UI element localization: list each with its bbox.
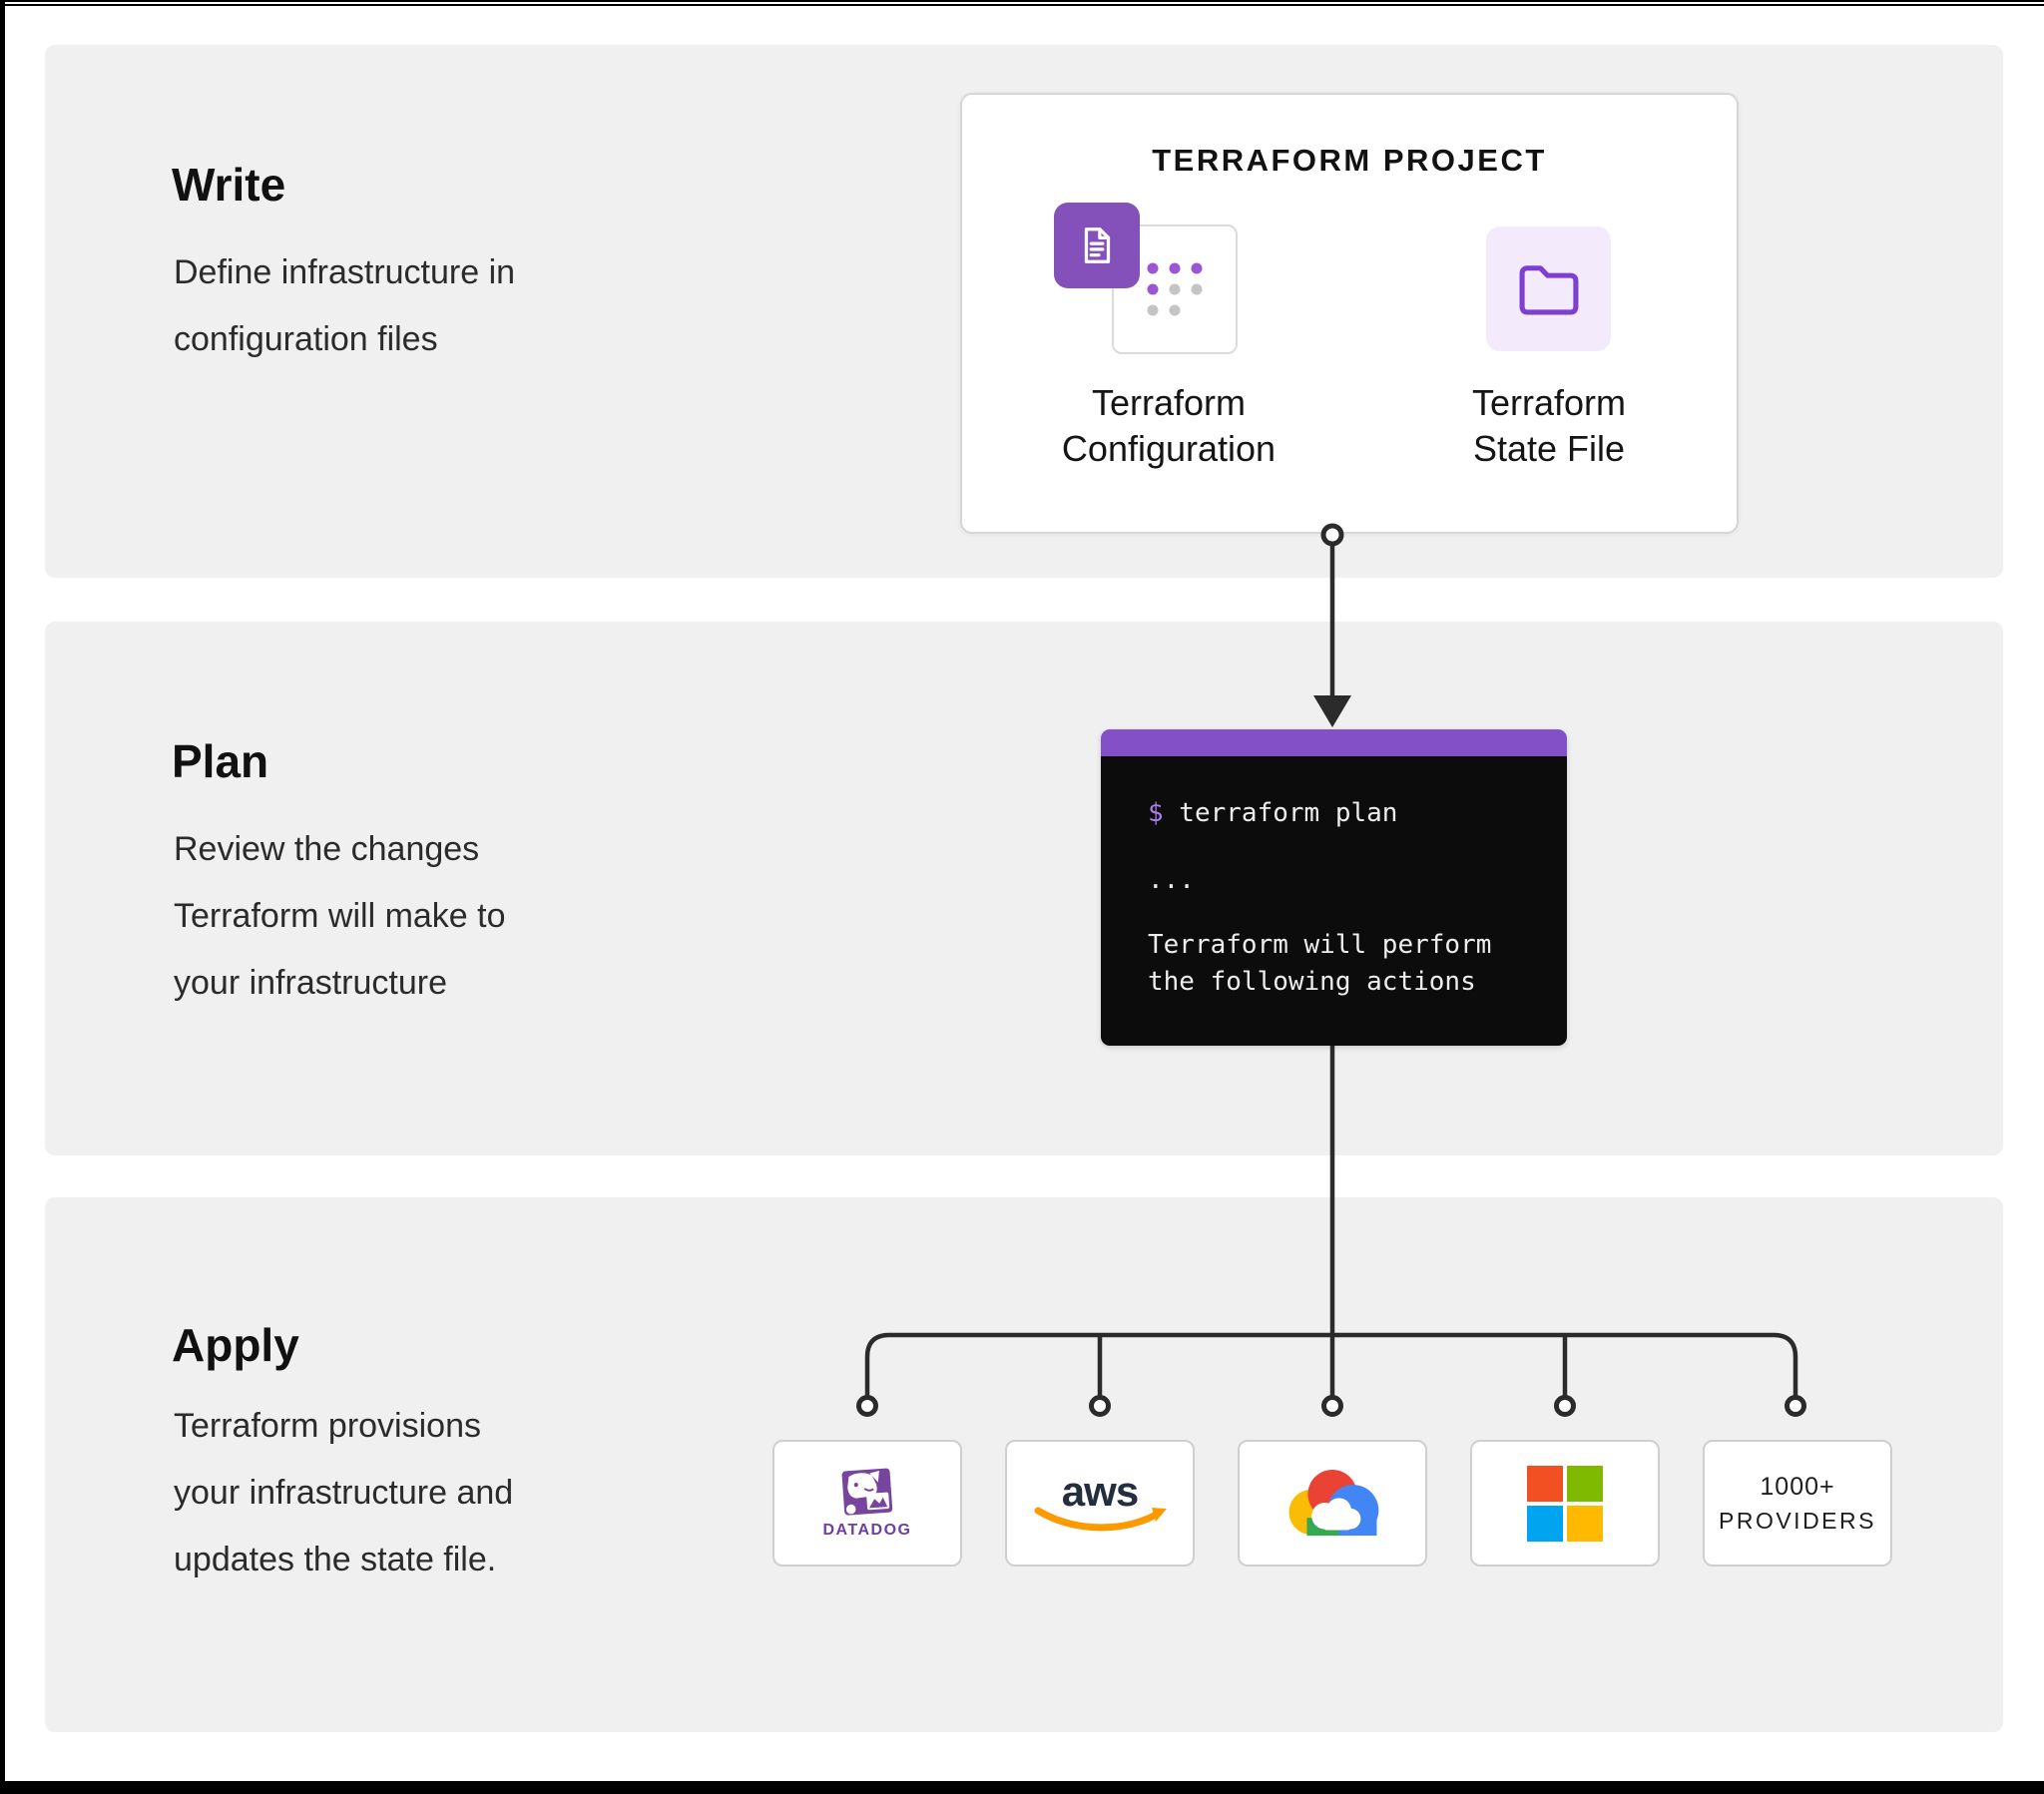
terraform-plan-terminal: $ terraform plan ... Terraform will perf…	[1101, 729, 1567, 1046]
terraform-state-file-label: Terraform State File	[1471, 382, 1627, 469]
frame-top-border	[0, 0, 2044, 6]
terraform-configuration-label: Terraform Configuration	[1061, 382, 1277, 469]
aws-smile-icon	[1034, 1507, 1167, 1531]
apply-description-line: updates the state file.	[174, 1541, 497, 1578]
dots-icon	[1147, 262, 1203, 316]
plan-description-line: Terraform will make to	[174, 897, 506, 935]
microsoft-square-blue	[1527, 1505, 1563, 1542]
terminal-command: terraform plan	[1163, 798, 1398, 828]
plan-description-line: Review the changes	[174, 830, 480, 868]
prompt-symbol: $	[1148, 798, 1164, 828]
provider-card-google-cloud	[1238, 1440, 1427, 1567]
providers-word: PROVIDERS	[1719, 1507, 1876, 1534]
write-title: Write	[172, 159, 286, 211]
plan-description-line: your infrastructure	[174, 964, 447, 1002]
microsoft-logo	[1527, 1465, 1603, 1542]
plan-section	[45, 622, 2003, 1155]
terminal-output-line: Terraform will perform	[1148, 930, 1492, 960]
project-card-title: TERRAFORM PROJECT	[1152, 143, 1547, 178]
datadog-label: DATADOG	[822, 1521, 912, 1539]
microsoft-square-green	[1567, 1465, 1603, 1502]
terminal-body: $ terraform plan ... Terraform will perf…	[1101, 756, 1567, 1046]
document-icon	[1084, 227, 1111, 263]
microsoft-square-red	[1527, 1465, 1563, 1502]
terminal-ellipsis: ...	[1148, 865, 1195, 895]
write-description: Define infrastructure in configuration f…	[174, 239, 515, 373]
frame-bottom-border	[0, 1781, 2044, 1794]
terminal-title-bar	[1101, 729, 1567, 756]
terminal-command-line: $ terraform plan	[1148, 798, 1397, 828]
apply-description: Terraform provisions your infrastructure…	[174, 1393, 513, 1593]
frame-left-border	[0, 0, 5, 1794]
terraform-configuration-icon	[1054, 203, 1140, 288]
plan-description: Review the changes Terraform will make t…	[174, 816, 506, 1017]
datadog-logo	[841, 1468, 893, 1516]
terminal-output-line: the following actions	[1148, 967, 1476, 997]
microsoft-square-yellow	[1567, 1505, 1603, 1542]
google-cloud-logo	[1280, 1469, 1384, 1545]
folder-icon	[1519, 264, 1578, 314]
apply-title: Apply	[172, 1319, 299, 1371]
terraform-state-file-icon	[1486, 226, 1611, 351]
providers-count: 1000+	[1760, 1472, 1835, 1501]
provider-card-aws: aws	[1005, 1440, 1195, 1567]
write-description-line: configuration files	[174, 320, 438, 358]
provider-card-datadog: DATADOG	[772, 1440, 962, 1567]
provider-card-more-providers: 1000+ PROVIDERS	[1703, 1440, 1892, 1567]
apply-description-line: Terraform provisions	[174, 1407, 481, 1445]
plan-title: Plan	[172, 735, 269, 787]
apply-description-line: your infrastructure and	[174, 1474, 514, 1512]
terraform-project-card: TERRAFORM PROJECT	[960, 93, 1739, 534]
aws-logo: aws	[1061, 1467, 1139, 1515]
provider-card-microsoft	[1470, 1440, 1660, 1567]
write-description-line: Define infrastructure in	[174, 253, 516, 291]
